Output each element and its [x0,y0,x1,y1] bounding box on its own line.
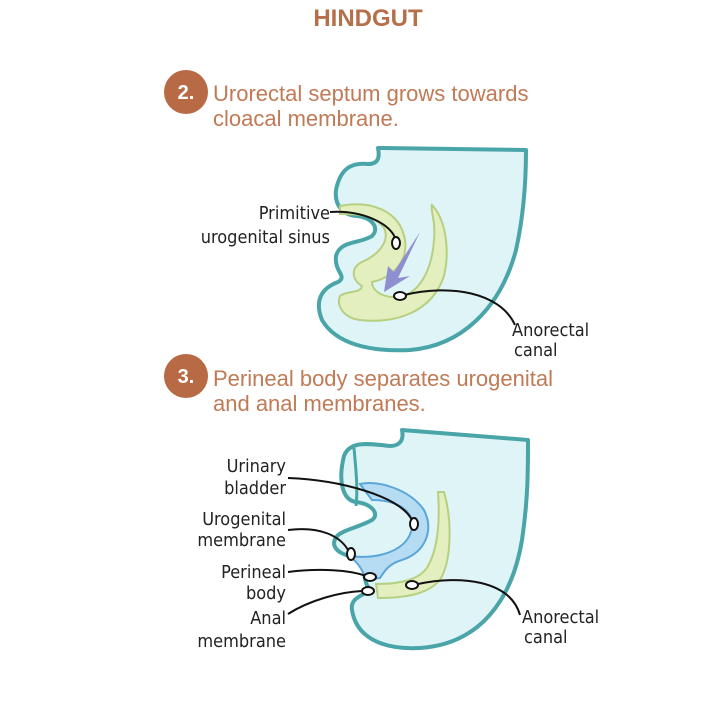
step-2-caption: 2. Urorectal septum grows towards cloaca… [164,70,528,131]
leader-line [287,528,349,551]
step-number: 3. [178,366,195,388]
label-primitive-urogenital-sinus: Primitive [259,203,330,224]
leader-line [329,210,397,241]
step-text-line1: Urorectal septum grows towards [213,81,528,106]
pointer-ring [346,547,356,561]
label-urinary-bladder: Urinary [227,456,287,477]
leader-line [287,477,413,521]
label-anorectal-canal-2: canal [524,627,568,648]
label-perineal-body-2: body [246,583,286,604]
step-3-caption: 3. Perineal body separates urogenital an… [164,354,553,416]
embryo-outline [316,146,528,353]
allantois-line [352,447,359,507]
label-urinary-bladder-2: bladder [224,478,286,499]
embryo-diagram-stage-2: Primitive urogenital sinus Anorectal can… [201,146,589,361]
step-number-badge [164,70,208,114]
leader-line [403,289,516,326]
leader-line [417,579,521,616]
label-perineal-body: Perineal [221,562,286,583]
step-text-line2: and anal membranes. [213,391,426,416]
urorectal-septum [374,491,451,600]
pointer-ring [363,572,377,582]
page-title: HINDGUT [313,5,423,32]
label-anal-membrane-2: membrane [197,631,286,652]
label-anorectal-canal-2: canal [514,340,558,361]
label-anorectal-canal: Anorectal [512,320,589,341]
label-anorectal-canal: Anorectal [522,607,599,628]
step-number: 2. [178,82,195,104]
pointer-ring [361,586,375,596]
embryo-diagram-stage-3: Urinary bladder Urogenital membrane Peri… [197,428,599,652]
label-anal-membrane: Anal [250,608,286,629]
step-text-line1: Perineal body separates urogenital [213,366,553,391]
embryo-outline [332,428,530,651]
pointer-ring [391,236,401,250]
label-primitive-urogenital-sinus-2: urogenital sinus [201,227,330,248]
label-urogenital-membrane-2: membrane [197,530,286,551]
growth-arrow-icon [384,232,420,292]
pointer-ring [405,580,419,590]
step-text-line2: cloacal membrane. [213,106,399,131]
label-urogenital-membrane: Urogenital [202,509,286,530]
pointer-ring [393,291,407,301]
pointer-ring [409,517,419,531]
leader-line [287,568,367,577]
leader-line [287,590,363,615]
step-number-badge [164,354,208,398]
